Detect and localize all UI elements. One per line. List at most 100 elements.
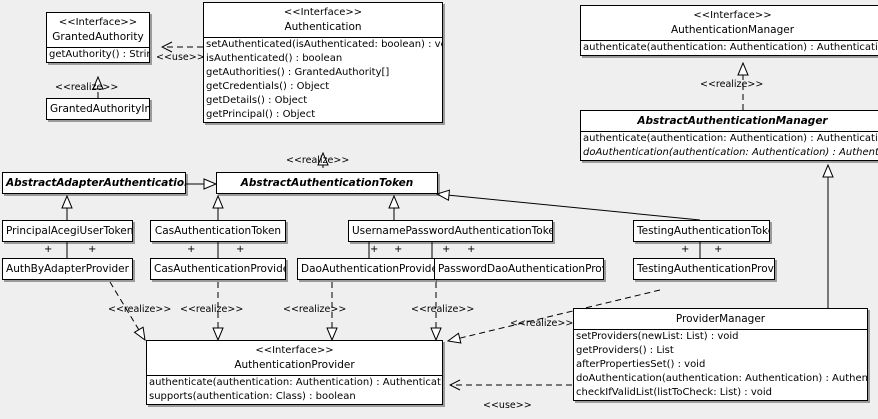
compartment-header: AuthByAdapterProvider xyxy=(3,259,132,279)
class-box-testing-authentication-provider[interactable]: TestingAuthenticationProvider xyxy=(633,258,775,281)
class-box-abstract-authentication-token[interactable]: AbstractAuthenticationToken xyxy=(216,172,438,195)
edge-label-realize-testingauthenticationprovider: <<realize>> xyxy=(510,318,574,329)
compartment-header: TestingAuthenticationToken xyxy=(634,221,769,241)
association-multiplicity-mark: + xyxy=(681,244,690,255)
operations-compartment: getAuthority() : String xyxy=(47,48,149,62)
compartment-header: TestingAuthenticationProvider xyxy=(634,259,774,279)
class-box-abstract-adapter-authentication-token[interactable]: AbstractAdapterAuthenticationToken xyxy=(2,172,186,195)
operation-item: setProviders(newList: List) : void xyxy=(576,331,739,343)
class-name-label: AuthenticationManager xyxy=(670,23,795,36)
edge-generalize-testingauthenticationtoken xyxy=(437,194,701,221)
class-box-cas-authentication-provider[interactable]: CasAuthenticationProvider xyxy=(150,258,286,281)
class-box-auth-by-adapter-provider[interactable]: AuthByAdapterProvider xyxy=(2,258,133,281)
class-box-authentication-manager[interactable]: <<Interface>> AuthenticationManager auth… xyxy=(580,5,878,56)
operation-item: authenticate(authentication: Authenticat… xyxy=(583,41,878,53)
class-box-granted-authority-impl[interactable]: GrantedAuthorityImpl xyxy=(46,98,150,121)
operation-item: authenticate(authentication: Authenticat… xyxy=(149,376,443,388)
class-box-authentication-provider[interactable]: <<Interface>> AuthenticationProvider aut… xyxy=(146,340,443,405)
compartment-divider xyxy=(47,46,149,48)
class-name-label: AbstractAuthenticationManager xyxy=(637,115,828,127)
class-name-label: Authentication xyxy=(284,20,362,33)
class-name-label: GrantedAuthority xyxy=(52,30,144,43)
compartment-divider xyxy=(147,374,442,376)
operation-item: getAuthority() : String xyxy=(49,48,150,60)
class-name-label: ProviderManager xyxy=(675,313,766,325)
class-box-abstract-authentication-manager[interactable]: AbstractAuthenticationManager authentica… xyxy=(580,110,878,162)
class-box-principal-acegi-user-token[interactable]: PrincipalAcegiUserToken xyxy=(2,220,133,243)
class-name-label: AuthByAdapterProvider xyxy=(6,263,129,275)
compartment-header: <<Interface>> AuthenticationManager xyxy=(581,6,878,40)
class-box-dao-authentication-provider[interactable]: DaoAuthenticationProvider xyxy=(297,258,435,281)
compartment-header: UsernamePasswordAuthenticationToken xyxy=(349,221,552,241)
association-multiplicity-mark: + xyxy=(187,244,196,255)
class-name-label: UsernamePasswordAuthenticationToken xyxy=(352,225,553,237)
class-name-label: DaoAuthenticationProvider xyxy=(301,263,435,275)
class-box-testing-authentication-token[interactable]: TestingAuthenticationToken xyxy=(633,220,770,243)
class-box-granted-authority[interactable]: <<Interface>> GrantedAuthority getAuthor… xyxy=(46,12,150,63)
class-name-label: TestingAuthenticationProvider xyxy=(637,263,774,275)
class-name-label: PasswordDaoAuthenticationProvider xyxy=(438,263,603,275)
compartment-header: AbstractAdapterAuthenticationToken xyxy=(3,173,185,193)
operations-compartment: setAuthenticated(isAuthenticated: boolea… xyxy=(204,38,442,122)
association-multiplicity-mark: + xyxy=(88,244,97,255)
class-name-label: PrincipalAcegiUserToken xyxy=(6,225,133,237)
compartment-header: GrantedAuthorityImpl xyxy=(47,99,149,119)
operation-item: isAuthenticated() : boolean xyxy=(206,52,343,64)
operation-item: setAuthenticated(isAuthenticated: boolea… xyxy=(206,38,443,50)
compartment-header: ProviderManager xyxy=(574,309,867,329)
edge-label-use-providermanager-authenticationprovider: <<use>> xyxy=(483,400,532,411)
compartment-header: <<Interface>> AuthenticationProvider xyxy=(147,341,442,375)
stereotype-label: <<Interface>> xyxy=(58,17,138,28)
stereotype-label: <<Interface>> xyxy=(693,10,772,21)
compartment-header: AbstractAuthenticationToken xyxy=(217,173,437,193)
compartment-header: PasswordDaoAuthenticationProvider xyxy=(435,259,603,279)
edge-label-realize-casauthenticationprovider: <<realize>> xyxy=(180,304,244,315)
class-box-password-dao-authentication-provider[interactable]: PasswordDaoAuthenticationProvider xyxy=(434,258,604,281)
class-box-cas-authentication-token[interactable]: CasAuthenticationToken xyxy=(150,220,286,243)
class-name-label: CasAuthenticationToken xyxy=(154,225,282,237)
class-name-label: AbstractAuthenticationToken xyxy=(240,177,414,189)
association-multiplicity-mark: + xyxy=(442,244,451,255)
association-multiplicity-mark: + xyxy=(467,244,476,255)
edge-label-realize-abstractauthenticationtoken: <<realize>> xyxy=(286,155,350,166)
operation-item: getProviders() : List xyxy=(576,345,674,357)
edge-label-realize-daoauthenticationprovider: <<realize>> xyxy=(283,304,347,315)
operations-compartment: authenticate(authentication: Authenticat… xyxy=(581,41,878,55)
compartment-divider xyxy=(581,131,878,133)
class-name-label: AbstractAdapterAuthenticationToken xyxy=(6,177,185,189)
operation-item: supports(authentication: Class) : boolea… xyxy=(149,390,356,402)
compartment-divider xyxy=(204,36,442,38)
operation-item: getCredentials() : Object xyxy=(206,80,330,92)
compartment-header: PrincipalAcegiUserToken xyxy=(3,221,132,241)
association-multiplicity-mark: + xyxy=(370,244,379,255)
edge-label-realize-grantedauthorityimpl: <<realize>> xyxy=(55,82,119,93)
edge-label-realize-abstractauthenticationmanager: <<realize>> xyxy=(700,79,764,90)
class-box-username-password-authentication-token[interactable]: UsernamePasswordAuthenticationToken xyxy=(348,220,553,243)
class-name-label: TestingAuthenticationToken xyxy=(637,225,770,237)
compartment-header: AbstractAuthenticationManager xyxy=(581,111,878,131)
stereotype-label: <<Interface>> xyxy=(255,345,334,356)
class-name-label: GrantedAuthorityImpl xyxy=(50,103,149,115)
edge-label-use-authentication-grantedauthority: <<use>> xyxy=(156,52,205,63)
compartment-divider xyxy=(581,39,878,41)
class-box-authentication[interactable]: <<Interface>> Authentication setAuthenti… xyxy=(203,2,443,123)
compartment-header: CasAuthenticationToken xyxy=(151,221,285,241)
operation-item: getAuthorities() : GrantedAuthority[] xyxy=(206,66,390,78)
operation-item: authenticate(authentication: Authenticat… xyxy=(583,133,878,145)
operations-compartment: setProviders(newList: List) : void getPr… xyxy=(574,330,867,400)
compartment-header: <<Interface>> Authentication xyxy=(204,3,442,37)
class-name-label: CasAuthenticationProvider xyxy=(154,263,286,275)
class-box-provider-manager[interactable]: ProviderManager setProviders(newList: Li… xyxy=(573,308,868,402)
operation-item: doAuthentication(authentication: Authent… xyxy=(576,373,868,385)
compartment-divider xyxy=(574,329,867,331)
association-multiplicity-mark: + xyxy=(714,244,723,255)
edge-label-realize-passworddaoauthenticationprovider: <<realize>> xyxy=(411,304,475,315)
operation-item: getPrincipal() : Object xyxy=(206,108,316,120)
compartment-header: <<Interface>> GrantedAuthority xyxy=(47,13,149,47)
operation-item: checkIfValidList(listToCheck: List) : vo… xyxy=(576,387,773,399)
association-multiplicity-mark: + xyxy=(44,244,53,255)
association-multiplicity-mark: + xyxy=(236,244,245,255)
edge-label-realize-authbyadapterprovider: <<realize>> xyxy=(108,304,172,315)
operations-compartment: authenticate(authentication: Authenticat… xyxy=(147,376,442,404)
